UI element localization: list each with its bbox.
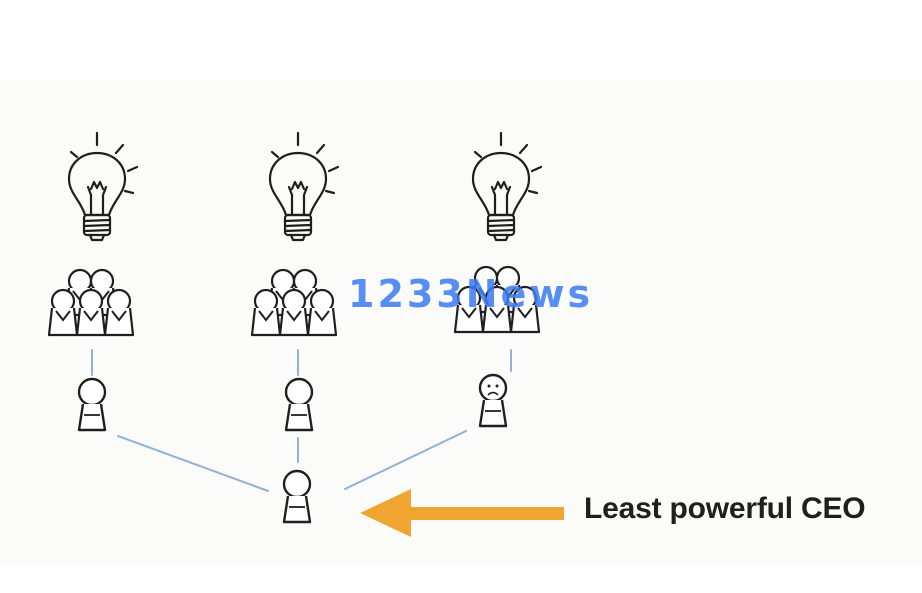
lightbulb-icon [471,131,543,242]
least-powerful-ceo-label: Least powerful CEO [584,492,866,525]
person-icon [284,377,314,432]
team-group-icon [49,270,133,335]
lightbulb-icon [268,131,340,242]
lightbulb-icon [67,131,139,242]
person-icon [77,377,107,432]
sad-person-icon [478,373,508,428]
team-group-icon [252,270,336,335]
connector-lines [91,349,512,492]
watermark-text: 1233News [348,272,594,316]
ceo-person-icon [282,469,312,524]
arrow-left-icon [360,489,564,537]
